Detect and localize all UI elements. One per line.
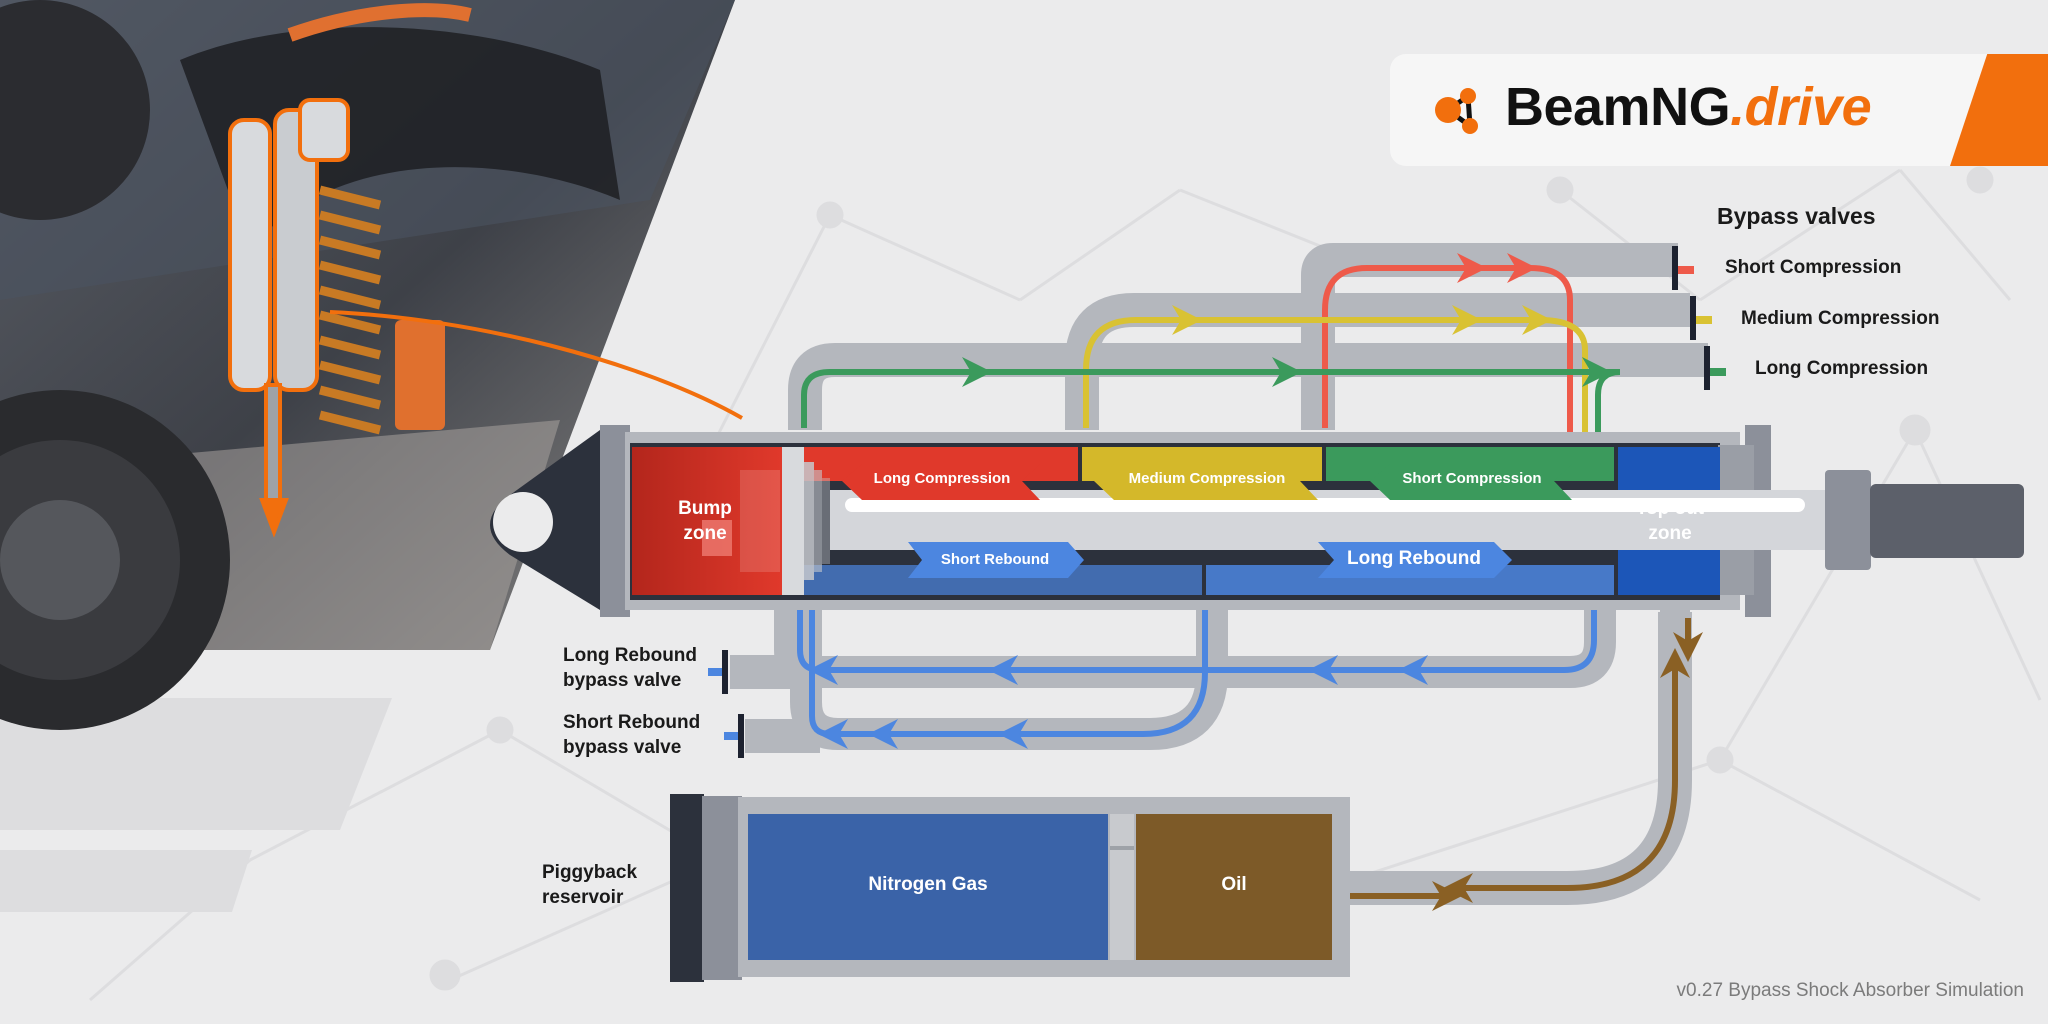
- vehicle-photo: [0, 0, 743, 730]
- topout-zone-line2: zone: [1648, 522, 1692, 544]
- bump-zone-label: Bump zone: [668, 497, 742, 546]
- short-rebound-valve-line2: bypass valve: [563, 736, 682, 758]
- long-rebound-valve-line1: Long Rebound: [563, 645, 698, 666]
- flow-long-compression: [801, 357, 1621, 440]
- coil-spring: [318, 185, 382, 435]
- oil-line: [1350, 610, 1703, 911]
- long-rebound-valve-label: Long Rebound bypass valve: [563, 644, 697, 693]
- version-caption: v0.27 Bypass Shock Absorber Simulation: [1676, 980, 2024, 1001]
- brand-name: BeamNG: [1505, 77, 1731, 137]
- flow-medium-compression: [1083, 305, 1588, 440]
- short-rebound-valve-line1: Short Rebound: [563, 712, 701, 733]
- tag-long-rebound: [1318, 542, 1512, 578]
- flow-rebound: [797, 600, 1597, 749]
- oil-chamber: [1136, 814, 1332, 960]
- long-rebound-valve-line2: bypass valve: [563, 669, 682, 691]
- short-compression-label: Short Compression: [1402, 470, 1542, 487]
- gas-chamber: [748, 814, 1108, 960]
- flow-short-compression: [1322, 253, 1573, 445]
- brand-logo-icon: [1435, 88, 1478, 134]
- piston-head: [740, 447, 830, 595]
- bypass-label-long-compression: Long Compression: [1755, 358, 1929, 379]
- bypass-valve-caps: [1672, 246, 1726, 390]
- rod-mount: [1870, 484, 2024, 558]
- piggyback-reservoir: [670, 794, 1350, 982]
- oil-label: Oil: [1221, 874, 1247, 895]
- brand-box: [1390, 54, 1990, 166]
- bypass-label-short-compression: Short Compression: [1725, 257, 1902, 278]
- zone-tags: [842, 464, 1572, 578]
- tag-short-compression: [1370, 464, 1572, 500]
- piggyback-reservoir-label: Piggyback reservoir: [542, 861, 637, 910]
- tag-short-rebound: [908, 542, 1084, 578]
- brand-accent: .drive: [1730, 77, 1872, 137]
- decor-block: [0, 850, 252, 912]
- tag-long-compression: [842, 464, 1040, 500]
- decor-block: [0, 698, 392, 830]
- piggyback-line2: reservoir: [542, 886, 624, 908]
- long-rebound-label: Long Rebound: [1346, 548, 1482, 569]
- callout-line: [329, 310, 743, 420]
- topout-zone-label: Top out zone: [1622, 497, 1718, 546]
- bump-zone-line2: zone: [683, 522, 727, 544]
- rod-end-cap: [1825, 470, 1871, 570]
- bypass-label-medium-compression: Medium Compression: [1741, 308, 1940, 329]
- nitrogen-gas-label: Nitrogen Gas: [868, 874, 988, 895]
- long-compression-label: Long Compression: [873, 470, 1011, 487]
- rebound-valve-caps: [708, 650, 744, 758]
- short-rebound-valve-label: Short Rebound bypass valve: [563, 711, 700, 760]
- topout-zone-line1: Top out: [1635, 498, 1705, 519]
- brand-logo: BeamNG.drive: [1505, 76, 1872, 138]
- shock-highlight: [228, 98, 350, 538]
- medium-compression-label: Medium Compression: [1128, 470, 1286, 487]
- piggyback-line1: Piggyback: [542, 862, 638, 883]
- short-rebound-label: Short Rebound: [940, 551, 1050, 568]
- floating-piston: [1110, 814, 1134, 960]
- bump-zone-line1: Bump: [678, 498, 732, 519]
- bypass-title: Bypass valves: [1717, 203, 1876, 229]
- tag-medium-compression: [1094, 464, 1318, 500]
